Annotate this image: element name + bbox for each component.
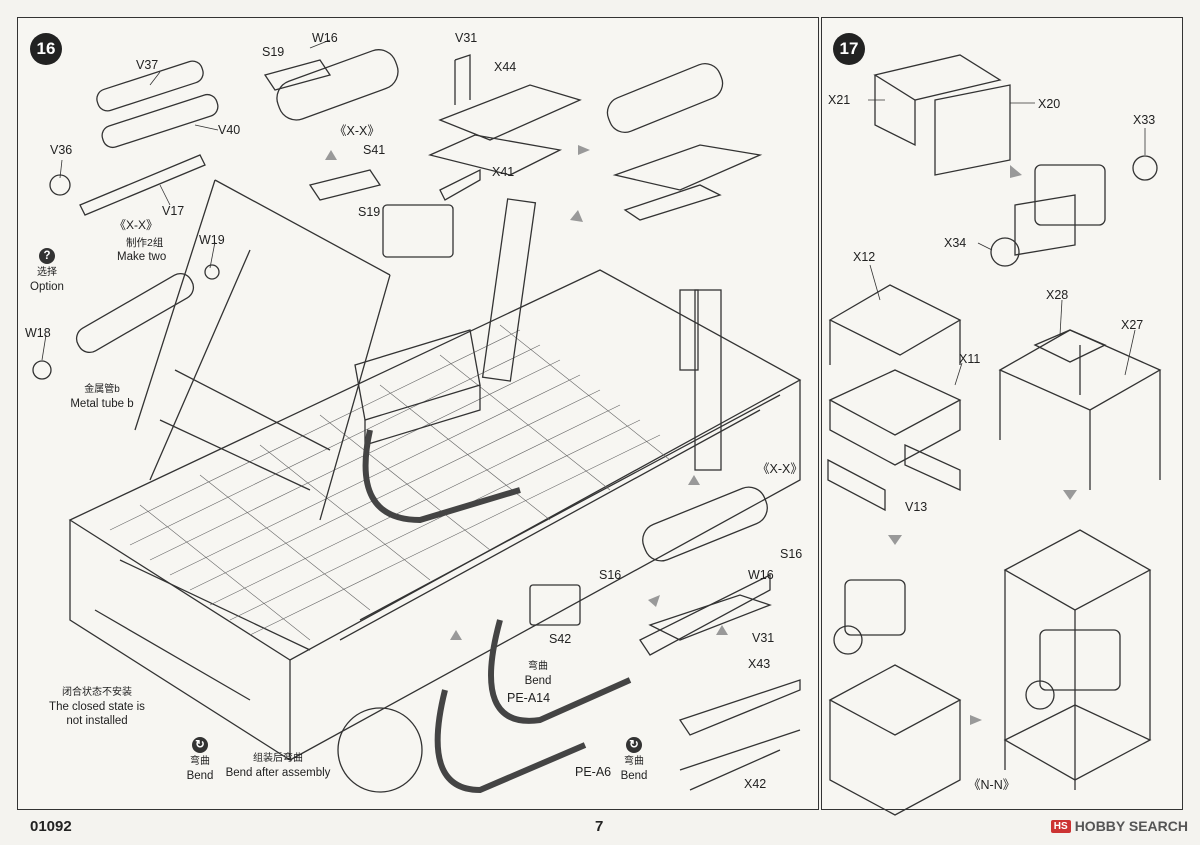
note-option-cn: 选择 (37, 267, 57, 278)
part-label-x12: X12 (853, 250, 876, 264)
note-bend-after-en: Bend after assembly (225, 767, 331, 779)
note-option: ? 选择 Option (26, 248, 68, 294)
part-label-s16-mid: S16 (599, 568, 622, 582)
part-label-x34: X34 (944, 236, 967, 250)
note-metal-tube: 金属管b Metal tube b (63, 383, 141, 411)
part-label-v31-bottom: V31 (752, 631, 775, 645)
part-label-w18: W18 (25, 326, 51, 340)
part-label-xx-right: 《X-X》 (757, 462, 803, 476)
note-make-two-cn: 制作2组 (126, 237, 164, 249)
part-label-v17: V17 (162, 204, 185, 218)
note-metal-tube-cn: 金属管b (84, 384, 120, 395)
note-metal-tube-en: Metal tube b (70, 398, 134, 410)
part-label-s41: S41 (363, 143, 386, 157)
watermark-text: HOBBY SEARCH (1074, 818, 1188, 834)
part-label-x21: X21 (828, 93, 851, 107)
part-label-s16-right: S16 (780, 547, 803, 561)
note-bend-2-en: Bend (186, 770, 214, 782)
part-label-x44: X44 (494, 60, 517, 74)
note-bend-after-cn: 组装后弯曲 (253, 753, 303, 764)
note-closed-cn: 闭合状态不安装 (62, 687, 132, 698)
part-label-x41: X41 (492, 165, 515, 179)
step-17-panel (821, 17, 1183, 810)
note-closed-en-1: The closed state is (49, 701, 145, 713)
page-number: 7 (595, 818, 604, 835)
part-label-x27: X27 (1121, 318, 1144, 332)
note-closed-state: 闭合状态不安装 The closed state is not installe… (27, 686, 167, 728)
part-label-w16-right: W16 (748, 568, 774, 582)
part-label-pe-a6: PE-A6 (575, 765, 612, 779)
part-label-x11: X11 (959, 352, 981, 366)
note-bend-1: 弯曲 Bend (518, 660, 558, 688)
note-bend-2-cn: 弯曲 (190, 756, 210, 767)
part-label-s19-top: S19 (262, 45, 285, 59)
note-bend-3: ↻ 弯曲 Bend (612, 737, 656, 783)
part-label-pe-a14: PE-A14 (507, 691, 551, 705)
bend-icon: ↻ (626, 737, 642, 753)
note-make-two-en: Make two (117, 251, 167, 263)
part-label-v37: V37 (136, 58, 159, 72)
step-16-panel (17, 17, 819, 810)
note-closed-en-2: not installed (66, 715, 128, 727)
part-label-s19-mid: S19 (358, 205, 381, 219)
part-label-w16-top: W16 (312, 31, 338, 45)
step-number-17: 17 (833, 33, 865, 65)
part-label-s42: S42 (549, 632, 572, 646)
part-label-v36: V36 (50, 143, 73, 157)
watermark-logo-icon: HS (1050, 819, 1071, 833)
step-number-16: 16 (30, 33, 62, 65)
part-label-v40: V40 (218, 123, 241, 137)
note-bend-3-cn: 弯曲 (624, 756, 644, 767)
part-label-x43: X43 (748, 657, 771, 671)
note-xx-heading: 《X-X》 (114, 218, 159, 232)
kit-code: 01092 (30, 818, 72, 835)
part-label-x20: X20 (1038, 97, 1061, 111)
note-bend-1-en: Bend (524, 675, 552, 687)
part-label-x33: X33 (1133, 113, 1156, 127)
part-label-v13: V13 (905, 500, 928, 514)
part-label-w19: W19 (199, 233, 225, 247)
note-bend-3-en: Bend (620, 770, 648, 782)
part-label-v31-top: V31 (455, 31, 478, 45)
watermark: HS HOBBY SEARCH (1050, 818, 1188, 834)
bend-icon: ↻ (192, 737, 208, 753)
part-label-x28: X28 (1046, 288, 1069, 302)
part-label-nn: 《N-N》 (968, 778, 1016, 792)
part-label-xx-top: 《X-X》 (334, 124, 380, 138)
note-bend-after-assembly: 组装后弯曲 Bend after assembly (218, 752, 338, 780)
note-option-en: Option (30, 281, 64, 293)
question-icon: ? (39, 248, 55, 264)
note-bend-2: ↻ 弯曲 Bend (178, 737, 222, 783)
part-label-x42: X42 (744, 777, 767, 791)
note-bend-1-cn: 弯曲 (528, 661, 548, 672)
